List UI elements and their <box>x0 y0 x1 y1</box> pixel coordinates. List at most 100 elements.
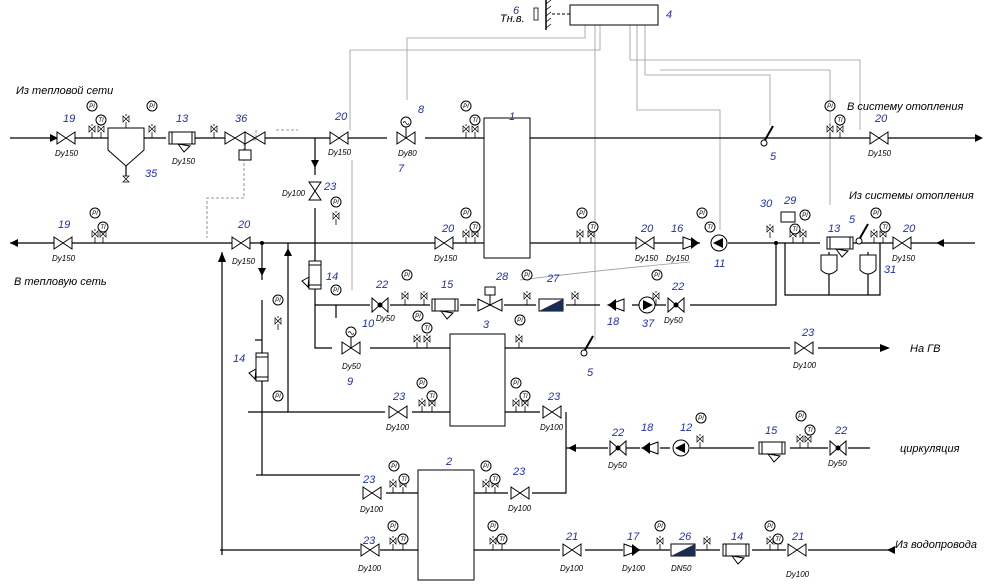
diameter-label: Dy100 <box>560 564 584 573</box>
temperature-gauge-label: TI <box>792 227 798 233</box>
solenoid-valve-28[interactable] <box>477 286 503 312</box>
check-valve-16[interactable] <box>682 236 700 250</box>
mud-separator-35[interactable] <box>107 127 145 167</box>
diameter-label: Dy150 <box>892 254 916 263</box>
diameter-label: DN50 <box>671 564 692 573</box>
pipe-network <box>10 117 983 581</box>
pump-12[interactable] <box>672 439 690 457</box>
expansion-tank-31a[interactable] <box>820 254 838 275</box>
pump-37[interactable] <box>638 296 656 314</box>
diameter-label: Dy150 <box>434 254 458 263</box>
pressure-gauge-label: PI <box>391 464 397 470</box>
element-number: 11 <box>714 258 725 270</box>
element-number: 27 <box>546 273 560 285</box>
diameter-label: Dy100 <box>786 570 810 579</box>
filter-14-cold[interactable] <box>722 543 750 565</box>
gate-valve-20-hx1[interactable] <box>434 236 454 250</box>
caption-circulation: циркуляция <box>900 443 960 455</box>
element-number: 22 <box>375 279 388 291</box>
temperature-gauge-label: TI <box>807 428 813 434</box>
caption-to-heat-net: В тепловую сеть <box>14 276 107 288</box>
pressure-relay-29[interactable] <box>780 211 796 223</box>
heat-exchanger-3[interactable] <box>449 333 506 427</box>
pressure-gauge-label: PI <box>275 394 281 400</box>
temperature-gauge-label: TI <box>472 225 478 231</box>
gate-valve-23-hx2-in[interactable] <box>362 486 382 500</box>
heat-exchanger-1[interactable] <box>483 117 531 259</box>
pressure-gauge-label: PI <box>579 211 585 217</box>
flow-meter-27[interactable] <box>538 298 564 312</box>
gate-valve-19-return[interactable] <box>53 236 73 250</box>
check-valve-17[interactable] <box>623 543 641 557</box>
element-numbers: 6 4 19 13 36 35 20 8 7 1 5 20 23 30 29 5… <box>58 5 916 547</box>
pump-11[interactable] <box>710 234 728 252</box>
gate-valve-21-left[interactable] <box>562 543 582 557</box>
diameter-label: Dy150 <box>635 254 659 263</box>
element-number: 18 <box>641 422 654 434</box>
gate-valve-23-hw[interactable] <box>794 341 814 355</box>
pressure-gauge-label: PI <box>333 200 339 206</box>
controller-unit[interactable] <box>552 4 659 26</box>
pressure-gauge-label: PI <box>654 273 660 279</box>
gate-valve-23-bypass[interactable] <box>308 181 322 201</box>
pressure-gauge-label: PI <box>802 213 808 219</box>
filter-13-supply[interactable] <box>168 131 196 153</box>
temperature-gauge-label: TI <box>424 326 430 332</box>
gate-valve-20-return[interactable] <box>231 236 251 250</box>
element-number: 23 <box>323 181 337 193</box>
pressure-gauge-label: PI <box>827 104 833 110</box>
element-number: 1 <box>509 111 515 123</box>
temperature-gauge-label: TI <box>882 225 888 231</box>
heat-exchanger-2[interactable] <box>417 469 475 581</box>
diameter-label: Dy50 <box>608 461 627 470</box>
filter-13-heating[interactable] <box>826 236 854 258</box>
temperature-gauge-label: TI <box>499 537 505 543</box>
control-valve-7[interactable] <box>396 116 416 145</box>
diameter-label: Dy100 <box>540 423 564 432</box>
diameter-label: Dy50 <box>376 314 395 323</box>
element-number: 12 <box>680 422 692 434</box>
filter-14-lower[interactable] <box>248 352 269 382</box>
pressure-gauge-label: PI <box>698 416 704 422</box>
instrument-gauges: PI TI PI PI TI PI TI PI TI PI TI PI TI P… <box>86 100 891 545</box>
element-number: 15 <box>441 279 454 291</box>
check-valve-18-circ[interactable] <box>641 441 659 455</box>
caption-from-heat-net: Из тепловой сети <box>16 85 113 97</box>
filter-15-circ[interactable] <box>758 441 786 463</box>
gate-valve-23-hx3-out[interactable] <box>542 405 562 419</box>
element-number: 5 <box>770 151 777 163</box>
gate-valve-19-supply[interactable] <box>56 131 76 145</box>
expansion-tank-31b[interactable] <box>859 254 877 275</box>
caption-to-heating: В систему отопления <box>847 101 963 113</box>
diameter-label: Dy150 <box>232 257 256 266</box>
gate-valve-20-heating-out[interactable] <box>869 131 889 145</box>
pressure-gauge-label: PI <box>513 381 519 387</box>
control-valve-9[interactable] <box>341 326 361 355</box>
gate-valve-20-supply[interactable] <box>329 131 349 145</box>
element-number: 14 <box>326 271 338 283</box>
temperature-gauge-label: TI <box>472 118 478 124</box>
flow-meter-26[interactable] <box>670 543 696 557</box>
temp-sensor-5-return[interactable] <box>855 223 869 245</box>
filter-14-upper[interactable] <box>301 260 322 290</box>
gate-valve-21-right[interactable] <box>787 543 807 557</box>
temperature-gauge-label: TI <box>401 477 407 483</box>
filter-15-hw[interactable] <box>431 298 459 320</box>
temp-sensor-5-hw[interactable] <box>580 335 594 357</box>
three-way-valve-36[interactable] <box>224 131 266 161</box>
gate-valve-20-heating-in[interactable] <box>892 236 912 250</box>
gate-valve-20-pump[interactable] <box>635 236 655 250</box>
check-valve-18-hw[interactable] <box>607 298 625 312</box>
caption-outdoor-temp: Тн.в. <box>500 13 525 25</box>
diameter-label: Dy50 <box>342 362 361 371</box>
element-number: 23 <box>362 535 376 547</box>
temperature-gauge-label: TI <box>837 118 843 124</box>
gate-valve-23-hx3-in[interactable] <box>388 405 408 419</box>
temp-sensor-5-supply[interactable] <box>760 125 774 147</box>
caption-from-heating: Из системы отопления <box>849 190 974 202</box>
element-number: 26 <box>678 531 692 543</box>
gate-valve-23-hx2-out[interactable] <box>510 486 530 500</box>
diameter-label: Dy150 <box>52 254 76 263</box>
diameter-label: Dy50 <box>828 459 847 468</box>
